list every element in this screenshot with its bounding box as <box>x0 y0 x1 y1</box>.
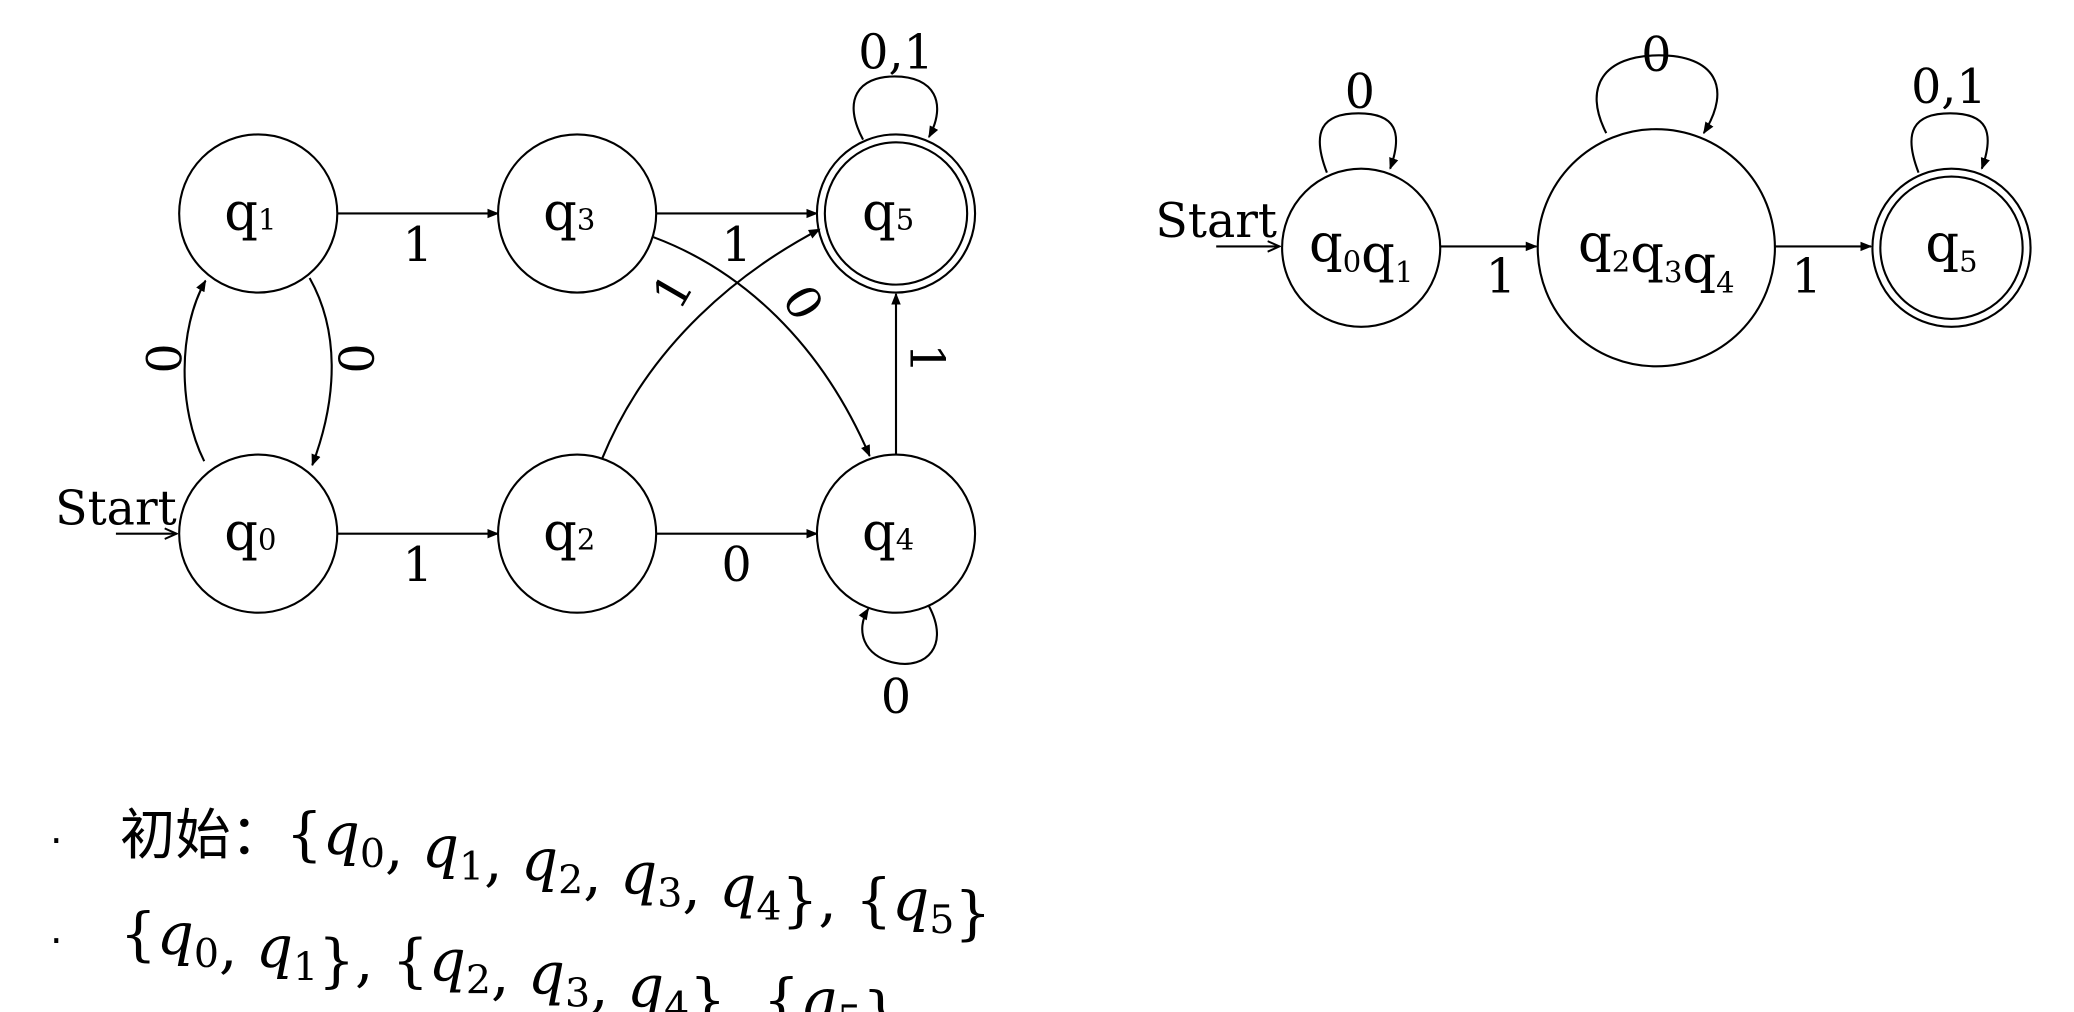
transition-label: 1 <box>721 218 751 273</box>
transition-label: 1 <box>642 265 705 319</box>
bullet: · <box>50 918 63 964</box>
state-label: q2 <box>543 501 595 562</box>
transition-q2-q4: 0 <box>656 528 819 593</box>
transition-B-C: 1 <box>1774 241 1873 305</box>
state-label: q1 <box>224 181 276 242</box>
state-circle <box>1536 128 1776 368</box>
state-q3: q3 <box>497 133 658 294</box>
partition-text: {q0, q1}, {q2, q3, q4}, {q5} <box>120 900 899 1012</box>
start-label: Start <box>1155 194 1277 249</box>
merged-state-B: q2q3q4 <box>1536 128 1776 368</box>
transition-arrow <box>308 277 333 467</box>
state-label: q0 <box>224 501 276 562</box>
transition-arrow <box>852 75 939 141</box>
bullet: · <box>50 818 63 864</box>
accepting-ring <box>1879 175 2024 320</box>
state-label: q3 <box>543 181 595 242</box>
start-label: Start <box>55 481 177 536</box>
transition-label: 1 <box>403 538 433 593</box>
transition-label: 0 <box>1345 65 1375 120</box>
transition-label: 1 <box>1486 250 1516 305</box>
state-q4: q4 <box>815 453 977 614</box>
transition-q4-q5: 1 <box>891 292 954 455</box>
state-label: q4 <box>862 501 914 562</box>
transition-q1-q0: 0 <box>308 277 382 467</box>
transition-q1-q3: 1 <box>337 208 500 273</box>
transition-q4-q4: 0 <box>858 605 938 725</box>
minimized-dfa: q0q1 q2q3q4 q5 Start 0 1 0 1 0,1 <box>1155 28 2032 368</box>
transition-arrow <box>1910 112 1990 173</box>
state-label: q5 <box>862 181 914 242</box>
transition-A-B: 1 <box>1440 241 1538 305</box>
merged-state-C: q5 <box>1871 167 2032 328</box>
transition-C-C: 0,1 <box>1910 60 1990 173</box>
state-q2: q2 <box>497 453 658 614</box>
state-label: q5 <box>1925 213 1977 279</box>
transition-label: 0 <box>771 276 834 330</box>
transition-label: 0 <box>721 538 751 593</box>
transition-label: 1 <box>1791 250 1821 305</box>
state-label: q0q1 <box>1309 213 1413 289</box>
partition-line: · 初始：{q0, q1, q2, q3, q4}, {q5} <box>50 800 991 947</box>
transition-q0-q1: 0 <box>134 279 207 462</box>
partition-text: 初始：{q0, q1, q2, q3, q4}, {q5} <box>120 800 991 947</box>
transition-arrow <box>183 279 207 462</box>
transition-arrow <box>653 236 871 458</box>
partition-notes: · 初始：{q0, q1, q2, q3, q4}, {q5} · {q0, q1},… <box>50 800 991 1012</box>
transition-arrow <box>1595 54 1719 135</box>
state-q5: q5 <box>815 133 977 294</box>
transition-arrow <box>858 605 938 665</box>
transition-q3-q5: 1 <box>656 208 819 273</box>
merged-state-A: q0q1 <box>1281 167 1442 328</box>
transition-arrow <box>1318 112 1399 173</box>
transition-label: 0 <box>881 670 911 725</box>
transition-label: 0 <box>327 343 382 373</box>
state-q0: q0 <box>178 453 339 614</box>
transition-arrow <box>601 228 821 459</box>
transition-label: 0 <box>134 343 189 373</box>
transition-q5-q5: 0,1 <box>852 26 939 141</box>
transition-label: 0 <box>1641 28 1671 83</box>
transition-q0-q2: 1 <box>337 528 500 593</box>
transition-label: 0,1 <box>858 26 933 81</box>
transition-A-A: 0 <box>1318 65 1399 173</box>
state-q1: q1 <box>178 133 339 294</box>
partition-line: · {q0, q1}, {q2, q3, q4}, {q5} <box>50 900 899 1012</box>
state-circle <box>1281 167 1442 328</box>
transition-q3-q4: 0 <box>653 236 871 458</box>
state-label: q2q3q4 <box>1578 213 1735 300</box>
accepting-ring <box>823 141 969 286</box>
transition-label: 1 <box>403 218 433 273</box>
transition-label: 1 <box>899 343 954 373</box>
transition-label: 0,1 <box>1911 60 1986 115</box>
transition-B-B: 0 <box>1595 28 1719 135</box>
